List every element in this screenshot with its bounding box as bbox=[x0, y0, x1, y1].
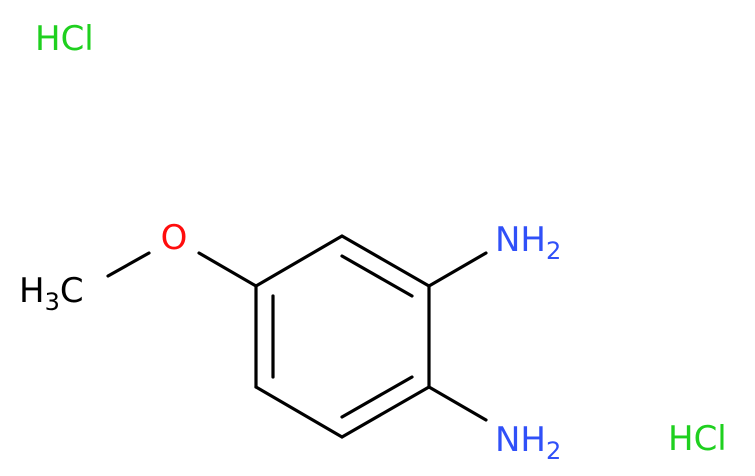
ring-bond-c4-c5 bbox=[254, 385, 344, 439]
benzene-ring bbox=[254, 234, 431, 439]
ring-bond-c6-c1 bbox=[254, 234, 344, 288]
amine-bottom-label: NH2 bbox=[495, 420, 561, 465]
ring-double-bond-inner-bottom bbox=[340, 375, 414, 419]
hcl-bottom-right-label: HCl bbox=[668, 419, 727, 459]
bond-oxygen-to-methyl bbox=[106, 251, 151, 278]
amine-top-nh-label: NH bbox=[495, 220, 546, 260]
substituent-bonds bbox=[106, 251, 488, 422]
methyl-group-label: H3C bbox=[19, 271, 84, 316]
oxygen-atom-label: O bbox=[161, 218, 188, 258]
ring-bond-c1-c2 bbox=[340, 234, 431, 288]
amine-bottom-subscript: 2 bbox=[546, 437, 561, 465]
hcl-top-left-label: HCl bbox=[35, 19, 94, 59]
ring-bond-c3-c4 bbox=[340, 385, 431, 439]
amine-bottom-nh-label: NH bbox=[495, 420, 546, 460]
bond-ring-to-top-amine bbox=[427, 251, 488, 288]
methyl-subscript: 3 bbox=[45, 288, 60, 316]
methyl-h-label: H bbox=[19, 271, 45, 311]
methyl-c-label: C bbox=[60, 271, 84, 311]
bond-ring-to-bottom-amine bbox=[427, 385, 488, 422]
amine-top-subscript: 2 bbox=[546, 237, 561, 265]
bond-ring-to-oxygen bbox=[197, 251, 258, 288]
ring-double-bond-inner-top bbox=[340, 254, 414, 298]
amine-top-label: NH2 bbox=[495, 220, 561, 265]
